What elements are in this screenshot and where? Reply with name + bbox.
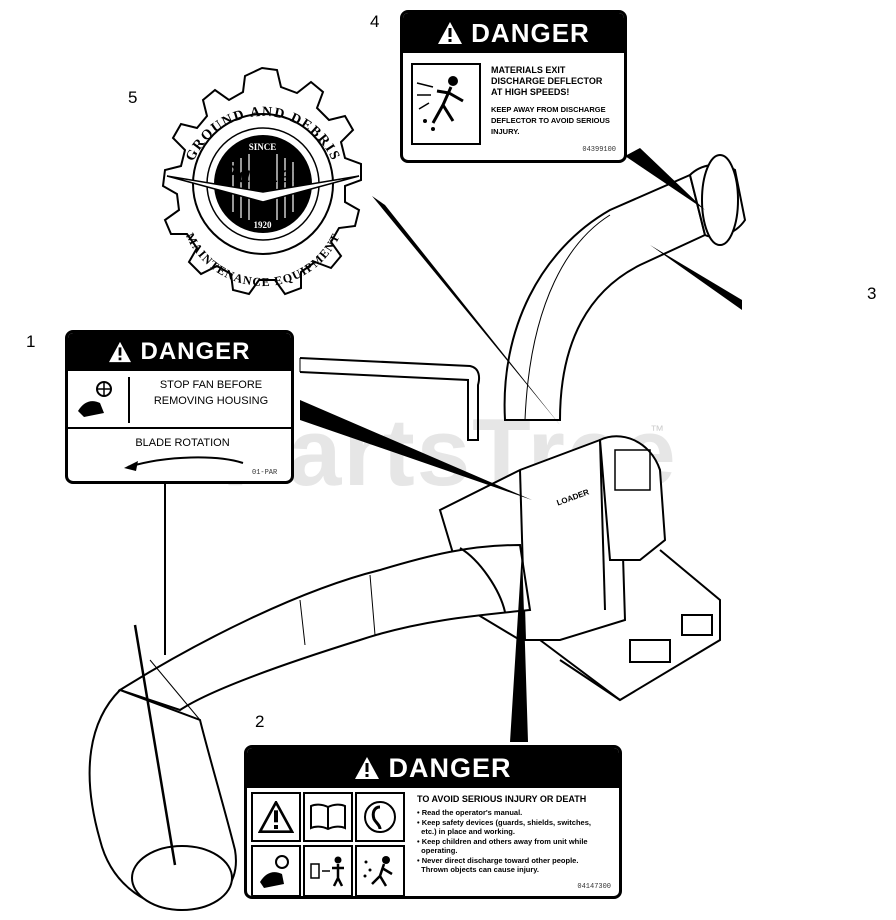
decal-4: DANGER MATERIALS EXIT DISCHARGE DEFLECTO… [400, 10, 627, 163]
discharge-chute [503, 173, 707, 421]
decal-1-line2: REMOVING HOUSING [153, 395, 269, 407]
decal-1-heading: DANGER [140, 338, 251, 365]
callout-5: 5 [128, 88, 138, 107]
warning-triangle-icon [355, 757, 380, 779]
decal-2-bullet: operating. [417, 846, 458, 855]
decal-2-title: TO AVOID SERIOUS INJURY OR DEATH [417, 794, 587, 804]
warning-triangle-icon [109, 341, 132, 363]
decal-4-line2: DISCHARGE DEFLECTOR [491, 76, 603, 86]
decal-4-part-no: 04399100 [582, 146, 616, 154]
decal-4-line1: MATERIALS EXIT [491, 65, 566, 75]
decal-4-header: DANGER [403, 13, 624, 53]
leader-5-wedge [372, 196, 560, 425]
handle [299, 357, 480, 441]
thrown-objects-icon [355, 845, 405, 896]
warning-triangle-icon [438, 22, 463, 44]
callout-4: 4 [370, 12, 380, 31]
leader-3-wedge [650, 245, 742, 310]
callout-2: 2 [255, 712, 265, 731]
logo-year: 1920 [253, 220, 272, 230]
decal-1-header: DANGER [68, 333, 291, 371]
watermark-tm: ™ [650, 422, 664, 438]
callout-1: 1 [26, 332, 36, 351]
decal-2-bullet: • Keep safety devices (guards, shields, … [417, 817, 591, 827]
gear-logo-graphic: GROUND AND DEBRIS MAINTENANCE EQUIPMENT [161, 66, 362, 296]
decal-2-bullet: • Keep children and others away from uni… [417, 836, 588, 846]
decal-2-bullet: Thrown objects can cause injury. [417, 865, 539, 874]
leader-2-wedge [510, 550, 528, 742]
callout-3: 3 [867, 284, 877, 303]
decal-2-bullet: etc.) in place and working. [417, 827, 515, 836]
decal-1-part-no: 01-PAR [252, 469, 278, 477]
hand-blade-icon [251, 845, 301, 896]
decal-5-logo: GROUND AND DEBRIS MAINTENANCE EQUIPMENT … [145, 62, 380, 308]
decal-1: DANGER STOP FAN BEFORE REMOVING HOUSING … [65, 330, 294, 484]
decal-4-line4: KEEP AWAY FROM DISCHARGE [491, 105, 606, 114]
leader-4-wedge [625, 148, 705, 210]
decal-1-rotation-label: BLADE ROTATION [135, 437, 230, 449]
decal-1-line1: STOP FAN BEFORE [159, 379, 263, 391]
decal-2-bullet: • Never direct discharge toward other pe… [417, 855, 579, 865]
engine [598, 435, 667, 561]
logo-brand: Parker [221, 162, 304, 188]
decal-2-bullet: • Read the operator's manual. [417, 808, 523, 817]
discharge-hazard-icon [411, 63, 481, 145]
manual-book-icon [303, 792, 353, 842]
caution-triangle-icon [251, 792, 301, 842]
vacuum-hose [117, 543, 532, 712]
decal-4-line6: INJURY. [491, 127, 520, 136]
decal-2-heading: DANGER [388, 752, 512, 783]
decal-2-header: DANGER [247, 748, 619, 788]
decal-4-line5: DEFLECTOR TO AVOID SERIOUS [491, 116, 610, 125]
rotation-arrow-icon [124, 456, 244, 471]
frame [539, 549, 721, 702]
hand-fan-hazard-icon [74, 377, 130, 423]
decal-2: DANGER TO AVOID SERIOUS INJURY OR DEATH … [244, 745, 622, 899]
ear-protection-icon [355, 792, 405, 842]
decal-4-heading: DANGER [471, 17, 590, 48]
keep-distance-icon [303, 845, 353, 896]
leader-1-wedge [300, 400, 532, 500]
logo-since: SINCE [248, 142, 277, 152]
decal-2-part-no: 04147300 [577, 883, 611, 891]
decal-4-line3: AT HIGH SPEEDS! [491, 87, 570, 97]
